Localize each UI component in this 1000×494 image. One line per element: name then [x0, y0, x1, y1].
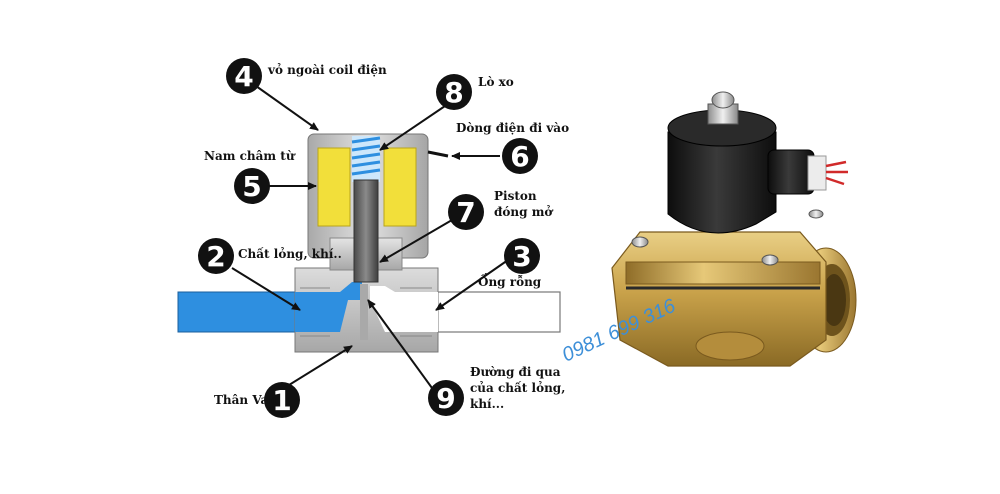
callout-label-line: của chất lỏng,: [470, 380, 565, 395]
outlet-pipe: [429, 291, 561, 333]
callout-label-line: đóng mở: [494, 204, 553, 219]
spring: [351, 136, 381, 176]
callout-label: Dòng điện đi vào: [456, 121, 569, 135]
solenoid-valve-photo: [611, 91, 857, 367]
callout-label: Ống rỗng: [478, 272, 542, 289]
callout-label: Lò xo: [478, 75, 514, 89]
callout-3: 3 Ống rỗng: [478, 238, 542, 289]
inlet-pipe: [177, 291, 301, 333]
leader-3: [435, 259, 509, 311]
callout-number: 4: [234, 60, 253, 93]
leader-9: [367, 299, 433, 389]
callout-number: 2: [206, 240, 225, 273]
wires: [825, 160, 848, 186]
callout-number: 3: [512, 240, 531, 273]
body-bottom: [695, 331, 765, 361]
leader-8: [379, 103, 449, 151]
callout-label-line: Đường đi qua: [470, 365, 561, 379]
callout-number: 6: [510, 140, 529, 173]
magnet-right: [383, 147, 417, 227]
leader-2: [231, 267, 301, 311]
cable-gland: [767, 149, 815, 195]
pipe-threads: [300, 287, 432, 337]
callout-9: 9 Đường đi qua của chất lỏng, khí...: [428, 365, 565, 416]
callout-number: 7: [456, 196, 475, 229]
outlet-channel: [370, 286, 438, 332]
callout-7: 7 Piston đóng mở: [448, 189, 553, 230]
magnet-left: [317, 147, 351, 227]
leader-4: [255, 85, 319, 131]
flange: [625, 261, 821, 285]
callout-label: Nam châm từ: [204, 149, 296, 163]
valve-seat: [360, 284, 368, 340]
callout-2: 2 Chất lỏng, khí..: [198, 238, 342, 274]
callout-4: 4 vỏ ngoài coil điện: [226, 58, 387, 94]
fluid-path: [295, 282, 362, 332]
callout-label: Chất lỏng, khí..: [238, 246, 342, 261]
callout-number: 8: [444, 76, 463, 109]
leader-7: [379, 219, 453, 263]
piston: [353, 179, 379, 283]
callout-1: 1 Thân Van: [214, 382, 300, 418]
callout-number: 1: [272, 384, 291, 417]
callout-number: 5: [242, 170, 261, 203]
callout-number: 9: [436, 382, 455, 415]
callout-5: 5 Nam châm từ: [204, 149, 296, 204]
callout-label: Thân Van: [214, 393, 277, 407]
callout-6: 6 Dòng điện đi vào: [456, 121, 569, 174]
flange-bolts: [631, 209, 824, 266]
callout-label-line: Piston: [494, 189, 537, 203]
callout-label-line: khí...: [470, 397, 504, 411]
callout-label: vỏ ngoài coil điện: [267, 62, 387, 77]
valve-cutaway: [177, 133, 561, 353]
cable: [427, 150, 449, 158]
callout-8: 8 Lò xo: [436, 74, 514, 110]
